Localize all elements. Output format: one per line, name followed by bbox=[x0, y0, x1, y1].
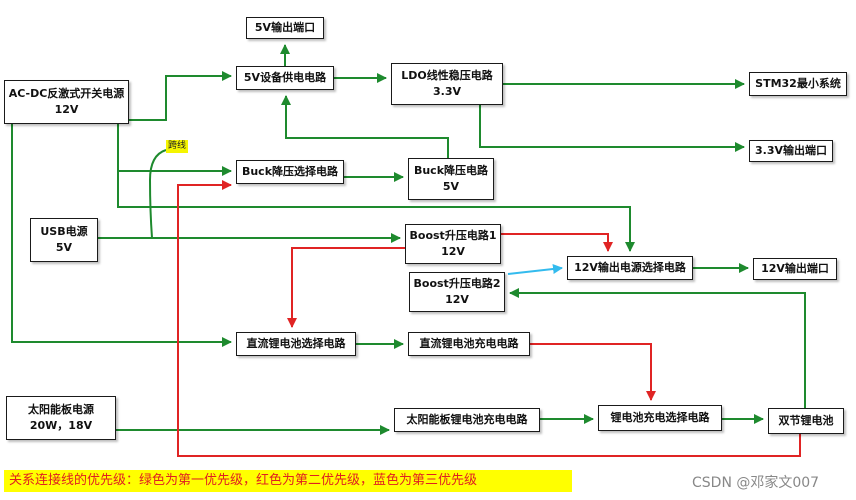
node-boost2-voltage: 12V bbox=[445, 293, 469, 306]
node-12v-select-circuit: 12V输出电源选择电路 bbox=[567, 256, 693, 280]
node-boost-converter-2: Boost升压电路2 12V bbox=[409, 272, 505, 312]
node-boost1-voltage: 12V bbox=[441, 245, 465, 258]
link-ac-dc-to-5v-supply bbox=[129, 71, 232, 121]
node-buck-select-label: Buck降压选择电路 bbox=[241, 164, 339, 178]
node-3v3-output-label: 3.3V输出端口 bbox=[755, 143, 827, 157]
node-buck-select-circuit: Buck降压选择电路 bbox=[236, 160, 344, 184]
link-boost2-to-12v-select bbox=[507, 264, 563, 275]
node-dc-lithium-select: 直流锂电池选择电路 bbox=[236, 332, 356, 356]
node-usb-supply: USB电源 5V bbox=[30, 218, 98, 262]
node-lithium-charge-select: 锂电池充电选择电路 bbox=[598, 405, 722, 431]
node-lithium-charge-select-label: 锂电池充电选择电路 bbox=[610, 410, 710, 424]
node-boost1-label: Boost升压电路1 bbox=[409, 228, 497, 242]
link-dc-lithium-charger-to-charge-select bbox=[530, 343, 656, 401]
link-usb-cross-to-5v-supply bbox=[148, 149, 167, 239]
link-boost1-to-dc-lithium-select bbox=[287, 247, 405, 328]
node-dc-lithium-charger-label: 直流锂电池充电电路 bbox=[419, 336, 519, 350]
node-buck-label: Buck降压电路 bbox=[413, 163, 489, 177]
link-dual-lithium-to-boost2 bbox=[509, 288, 806, 408]
node-dual-lithium-battery: 双节锂电池 bbox=[768, 408, 844, 434]
node-solar-supply: 太阳能板电源 20W，18V bbox=[6, 396, 116, 440]
node-solar-label: 太阳能板电源 bbox=[28, 402, 94, 416]
node-12v-output-label: 12V输出端口 bbox=[761, 261, 829, 275]
link-ac-dc-to-12v-select bbox=[117, 171, 635, 252]
node-dc-lithium-select-label: 直流锂电池选择电路 bbox=[246, 336, 346, 350]
priority-legend-text: 关系连接线的优先级：绿色为第一优先级，红色为第二优先级，蓝色为第三优先级 bbox=[9, 473, 478, 488]
node-ldo-voltage: 3.3V bbox=[433, 85, 461, 98]
node-ac-dc-supply: AC-DC反激式开关电源 12V bbox=[4, 80, 129, 124]
priority-legend: 关系连接线的优先级：绿色为第一优先级，红色为第二优先级，蓝色为第三优先级 bbox=[4, 470, 572, 492]
link-dual-lithium-to-buck-select bbox=[177, 180, 801, 457]
node-buck-voltage: 5V bbox=[442, 180, 460, 193]
node-boost-converter-1: Boost升压电路1 12V bbox=[405, 224, 501, 264]
node-usb-label: USB电源 bbox=[40, 224, 88, 238]
node-solar-lithium-charger: 太阳能板锂电池充电电路 bbox=[394, 408, 540, 432]
link-ac-dc-to-dc-lithium-select bbox=[11, 124, 232, 347]
csdn-watermark: CSDN @邓家文007 bbox=[692, 475, 820, 491]
node-stm32-label: STM32最小系统 bbox=[755, 76, 841, 90]
link-buck-to-5v-supply bbox=[281, 95, 449, 158]
node-solar-rating: 20W，18V bbox=[29, 419, 93, 432]
node-buck-converter: Buck降压电路 5V bbox=[408, 158, 494, 200]
node-12v-select-label: 12V输出电源选择电路 bbox=[574, 260, 686, 274]
node-dual-lithium-label: 双节锂电池 bbox=[778, 413, 834, 427]
node-5v-output-port: 5V输出端口 bbox=[246, 17, 324, 39]
node-ldo-regulator: LDO线性稳压电路 3.3V bbox=[391, 63, 503, 105]
link-boost1-to-12v-select bbox=[501, 233, 613, 252]
node-dc-lithium-charger: 直流锂电池充电电路 bbox=[408, 332, 530, 356]
node-boost2-label: Boost升压电路2 bbox=[413, 276, 501, 290]
node-12v-output-port: 12V输出端口 bbox=[753, 258, 837, 280]
link-ldo-to-3v3-port bbox=[479, 105, 745, 152]
node-5v-output-label: 5V输出端口 bbox=[254, 20, 316, 34]
cross-line-tag: 跨线 bbox=[166, 140, 189, 153]
node-ldo-label: LDO线性稳压电路 bbox=[401, 68, 493, 82]
node-5v-supply-circuit: 5V设备供电电路 bbox=[236, 66, 334, 90]
node-stm32-system: STM32最小系统 bbox=[749, 72, 847, 96]
node-ac-dc-voltage: 12V bbox=[54, 103, 79, 116]
node-3v3-output-port: 3.3V输出端口 bbox=[749, 140, 833, 162]
node-usb-voltage: 5V bbox=[55, 241, 73, 254]
node-5v-supply-label: 5V设备供电电路 bbox=[243, 70, 327, 84]
node-ac-dc-label: AC-DC反激式开关电源 bbox=[8, 86, 125, 100]
node-solar-lithium-charger-label: 太阳能板锂电池充电电路 bbox=[406, 412, 528, 426]
